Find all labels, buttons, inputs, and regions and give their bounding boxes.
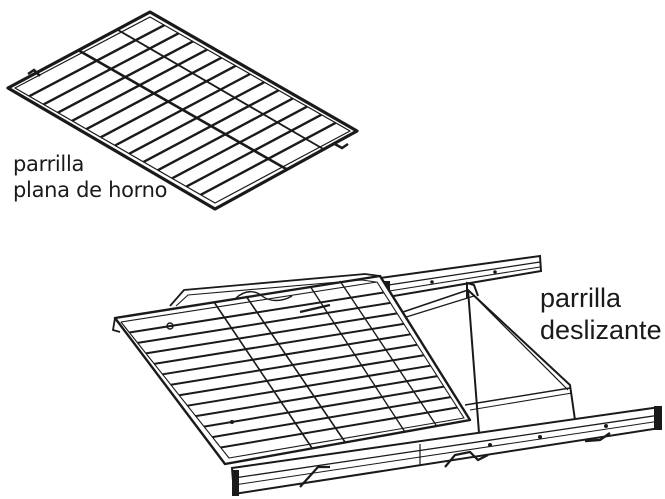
flat-rack-hook-right	[332, 141, 349, 150]
flat-rack-inner-frame	[14, 16, 351, 204]
sliding-rack-bar	[212, 396, 451, 439]
sliding-rack-label-line1: parrilla	[540, 283, 622, 313]
sliding-rack-bar	[203, 385, 445, 428]
sliding-rack-label: parrilla deslizante	[540, 283, 662, 347]
flat-rack-label: parrilla plana de horno	[13, 151, 168, 204]
flat-rack-support-1	[77, 48, 289, 172]
flat-rack-label-line1: parrilla	[13, 152, 85, 176]
sliding-rack-bar	[220, 406, 458, 449]
front-rail-hook-right	[584, 432, 611, 443]
sliding-rack-bar	[170, 343, 418, 386]
flat-rack-label-line2: plana de horno	[13, 178, 168, 203]
front-rail-hook-left	[299, 465, 330, 488]
sliding-rack-label-line2: deslizante	[540, 314, 662, 345]
flat-rack-hook-left	[27, 68, 41, 77]
front-rail-hook-mid	[444, 450, 489, 468]
sliding-rack-bar	[178, 354, 425, 397]
sliding-oven-rack	[111, 254, 662, 496]
flat-oven-rack	[6, 10, 359, 211]
sliding-rack-bar	[187, 364, 431, 407]
flat-rack-support-2	[117, 29, 326, 151]
sliding-rack-grid	[111, 273, 472, 466]
sliding-rack-bar	[195, 375, 438, 418]
flat-rack-outer-frame	[6, 10, 359, 211]
front-slide-rail	[230, 405, 662, 496]
